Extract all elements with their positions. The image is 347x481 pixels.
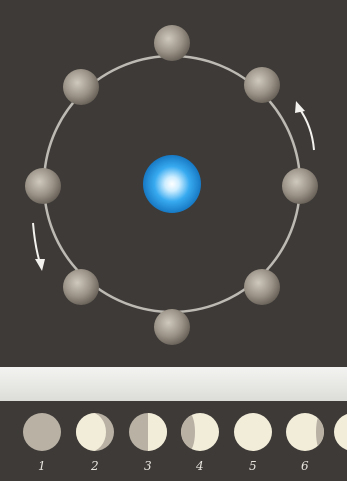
moon-bottom-right: [244, 269, 280, 305]
phase-2-moon: [72, 412, 114, 452]
orbit-diagram: [0, 0, 347, 367]
phase-7-moon-partial: [334, 413, 347, 451]
phase-label-3: 3: [144, 459, 152, 473]
moon-top-left: [63, 69, 99, 105]
earth: [143, 155, 201, 213]
moon-bottom-left: [63, 269, 99, 305]
moon-right: [282, 168, 318, 204]
phase-5-moon: [234, 413, 272, 451]
phase-3-moon: [129, 411, 170, 453]
moon-top-right: [244, 67, 280, 103]
phase-1-moon: [23, 413, 61, 451]
orbit-diagram-panel: [0, 0, 347, 367]
moon-left: [25, 168, 61, 204]
moon-phases-diagram: 1 2 3 4 5 6: [0, 401, 347, 481]
phase-label-5: 5: [249, 459, 257, 473]
page-gap-strip: [0, 367, 347, 401]
moon-top: [154, 25, 190, 61]
phase-4-moon: [181, 412, 219, 452]
moon-phases-panel: 1 2 3 4 5 6: [0, 401, 347, 481]
phase-label-1: 1: [38, 459, 46, 473]
direction-arrow-left: [33, 223, 45, 271]
moon-bottom: [154, 309, 190, 345]
direction-arrow-right: [295, 101, 314, 150]
phase-label-2: 2: [90, 459, 99, 473]
phase-label-4: 4: [195, 459, 204, 473]
phase-label-6: 6: [301, 459, 309, 473]
phase-6-moon: [286, 412, 328, 452]
